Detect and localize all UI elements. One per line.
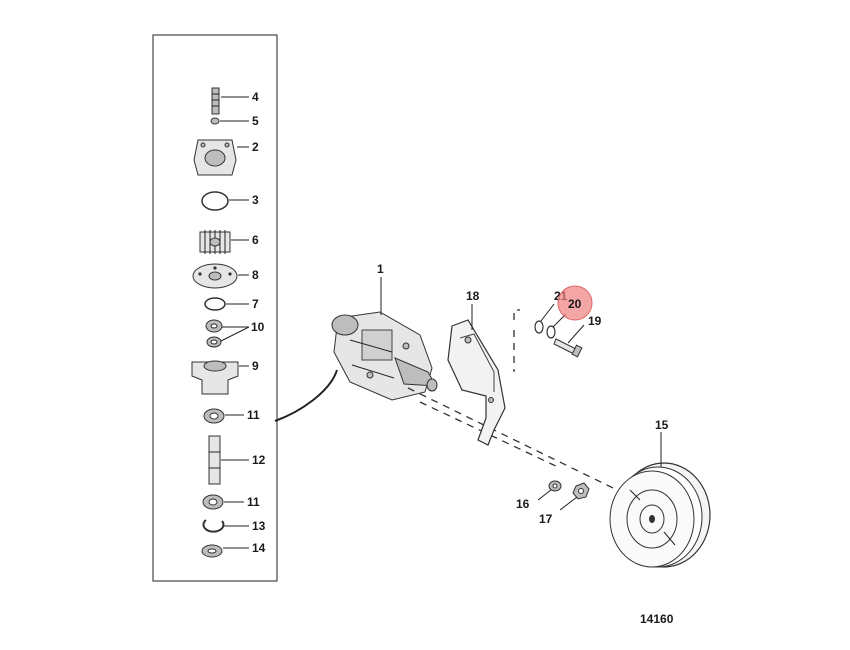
callout-5: 5 — [252, 114, 259, 128]
callout-7: 7 — [252, 297, 259, 311]
callout-4: 4 — [252, 90, 259, 104]
callout-2: 2 — [252, 140, 259, 154]
callout-11-lower: 11 — [247, 495, 260, 509]
callout-3: 3 — [252, 193, 259, 207]
part-11-bearing-lower — [202, 494, 224, 510]
part-18-bracket — [447, 319, 506, 446]
shaft-axis-line — [407, 387, 653, 508]
callout-20: 20 — [568, 297, 582, 311]
callout-17: 17 — [539, 512, 553, 526]
part-9-housing — [191, 360, 239, 395]
exploded-view-panel — [152, 34, 278, 582]
part-13-snap-ring — [202, 519, 225, 533]
callout-1: 1 — [377, 262, 384, 276]
assembly-leader-curve — [274, 369, 338, 422]
part-12-shaft — [208, 435, 221, 485]
callout-12: 12 — [252, 453, 266, 467]
part-17-nut — [572, 482, 590, 500]
part-10-seals — [205, 319, 223, 348]
part-1-pump-assembly — [331, 311, 438, 401]
callout-6: 6 — [252, 233, 259, 247]
part-7-o-ring — [204, 297, 226, 311]
highlight-marker-20 — [557, 285, 593, 321]
part-15-pulley — [609, 462, 711, 568]
callout-15: 15 — [655, 418, 669, 432]
part-11-bearing-upper — [203, 408, 225, 424]
callout-16: 16 — [516, 497, 530, 511]
part-6-impeller — [199, 230, 231, 254]
part-5-washer — [210, 117, 220, 125]
callout-19: 19 — [588, 314, 602, 328]
figure-number: 14160 — [640, 612, 674, 626]
part-16-nut — [548, 480, 562, 492]
callout-10: 10 — [251, 320, 265, 334]
part-8-wear-plate — [192, 263, 238, 289]
callout-9: 9 — [252, 359, 259, 373]
callout-13: 13 — [252, 519, 266, 533]
part-19-bolt — [553, 338, 583, 358]
part-20-washer — [546, 325, 556, 339]
mounting-dash-upper — [513, 309, 520, 320]
callout-14: 14 — [252, 541, 266, 555]
callout-8: 8 — [252, 268, 259, 282]
part-4-bolt — [211, 87, 220, 115]
callout-11-upper: 11 — [247, 408, 260, 422]
part-14-washer — [201, 544, 223, 558]
part-21-washer — [534, 320, 544, 334]
part-3-o-ring — [201, 191, 229, 211]
part-2-pump-cover — [193, 139, 237, 176]
callout-18: 18 — [466, 289, 480, 303]
